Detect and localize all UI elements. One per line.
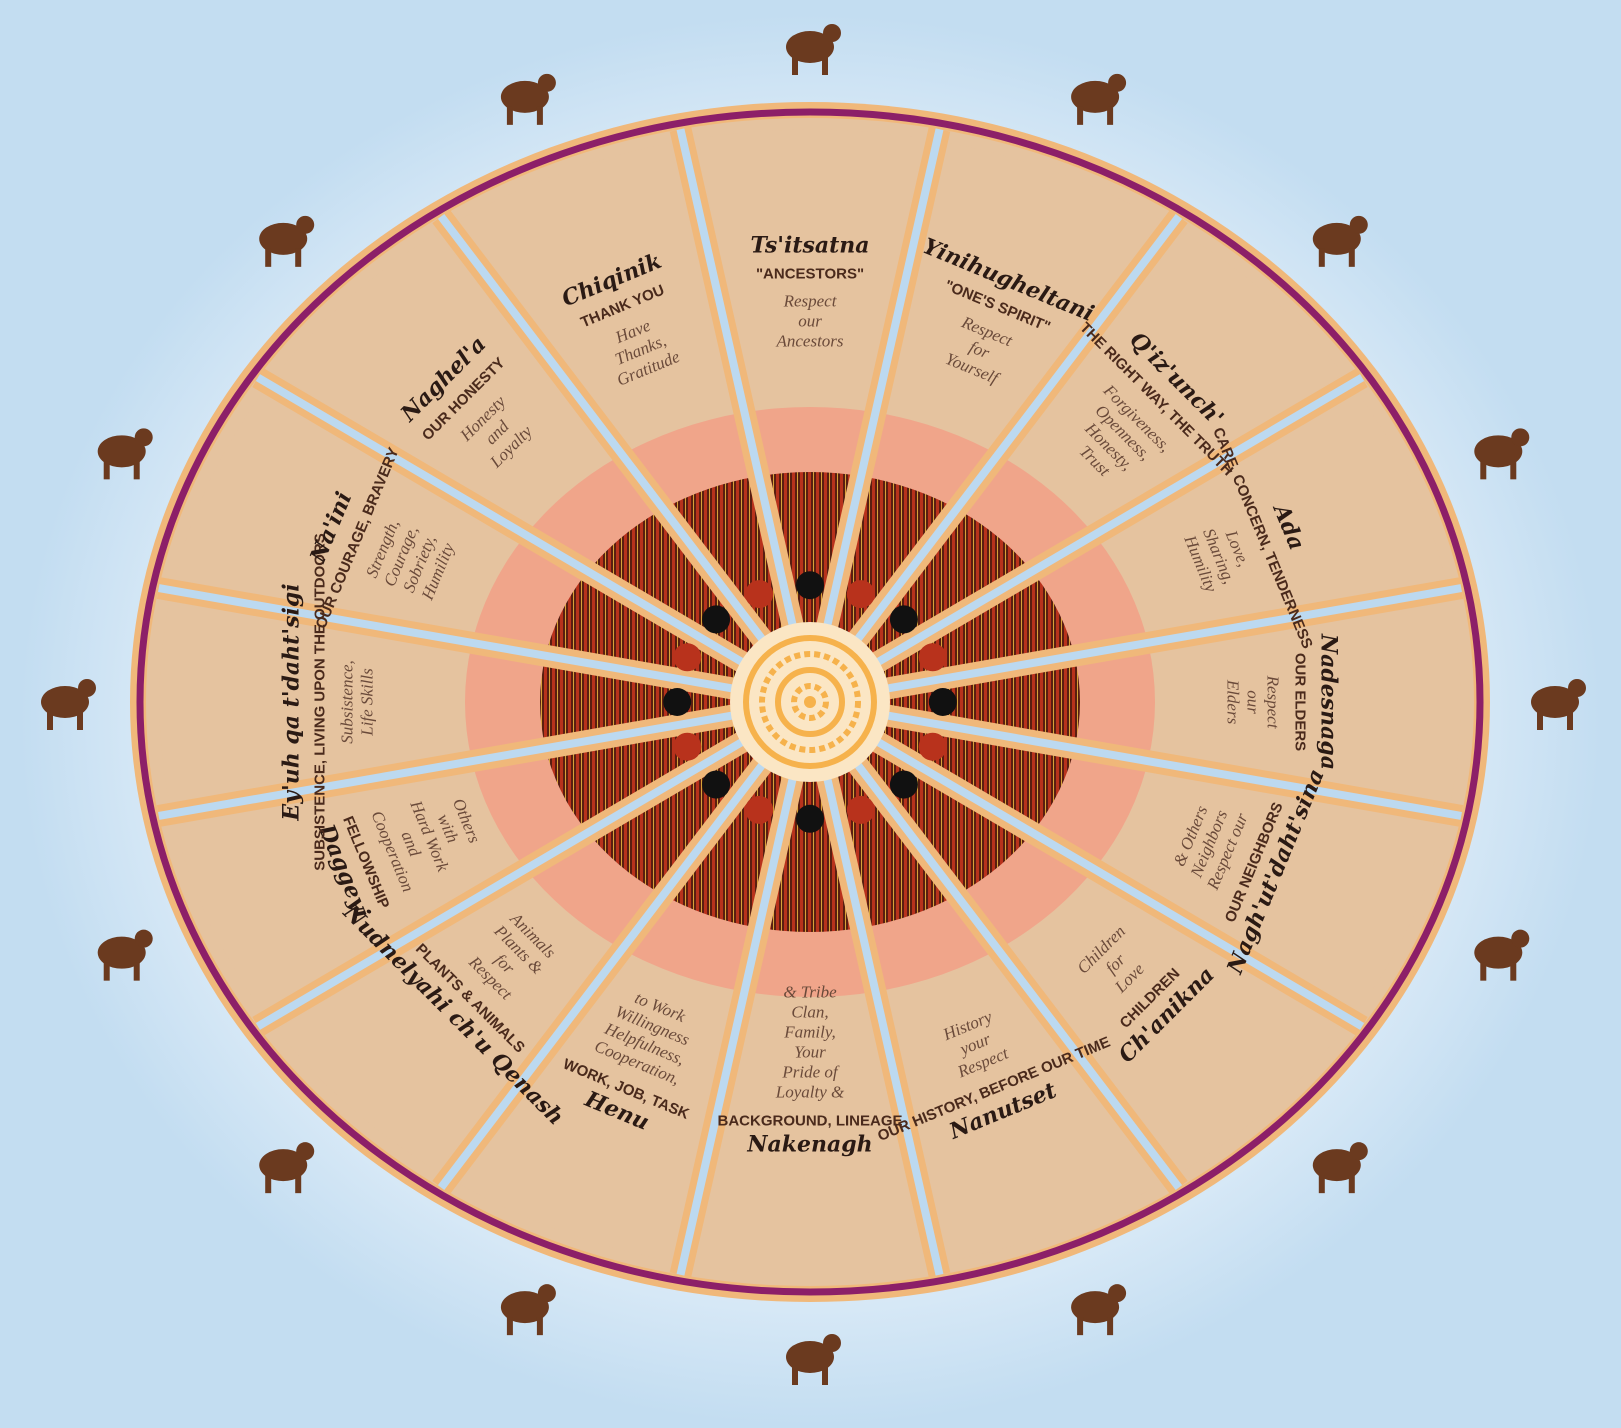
segment-description-line: Family, <box>783 1023 835 1042</box>
hub-bead <box>702 771 730 799</box>
hub-bead <box>702 605 730 633</box>
segment-description-line: Loyalty & <box>775 1083 845 1102</box>
segment-english-title: "ANCESTORS" <box>756 265 864 282</box>
segment-description-line: our <box>798 311 822 330</box>
segment-description-line: & Tribe <box>783 983 837 1002</box>
segment-description-line: Elders <box>1223 679 1242 725</box>
hub-bead <box>890 771 918 799</box>
segment-description-line: Subsistence, <box>338 660 357 744</box>
segment-description-line: Pride of <box>781 1063 840 1082</box>
hub-bead <box>847 580 875 608</box>
segment-description-line: Ancestors <box>775 331 843 350</box>
hub-bead <box>745 580 773 608</box>
segment-native-name: Ey'uh qa t'daht'sigi <box>279 583 305 821</box>
segment-description-line: our <box>1243 690 1262 714</box>
hub-bead <box>929 688 957 716</box>
hub-bead <box>847 796 875 824</box>
segment-description-line: Clan, <box>791 1003 828 1022</box>
hub-bead <box>796 571 824 599</box>
segment-native-name: Nakenagh <box>746 1132 872 1158</box>
hub-bead <box>663 688 691 716</box>
segment-english-title: BACKGROUND, LINEAGE <box>717 1113 902 1130</box>
segment-description-line: Life Skills <box>358 668 377 737</box>
hub-bead <box>673 733 701 761</box>
segment-description-line: Respect <box>783 291 838 310</box>
segment-description-line: Your <box>794 1043 826 1062</box>
hub-bead <box>673 643 701 671</box>
segment-native-name: Nadesnaga <box>1315 633 1341 770</box>
hub-bead <box>919 733 947 761</box>
segment-native-name: Ts'itsatna <box>750 232 869 258</box>
hub-bead <box>745 796 773 824</box>
hub-bead <box>796 805 824 833</box>
segment-description-line: Respect <box>1263 675 1282 730</box>
hub-bead <box>919 643 947 671</box>
segment-english-title: OUR ELDERS <box>1291 653 1308 751</box>
hub-center <box>804 696 816 708</box>
hub-bead <box>890 605 918 633</box>
segment-english-title: SUBSISTENCE, LIVING UPON THE OUTDOORS <box>312 533 329 871</box>
